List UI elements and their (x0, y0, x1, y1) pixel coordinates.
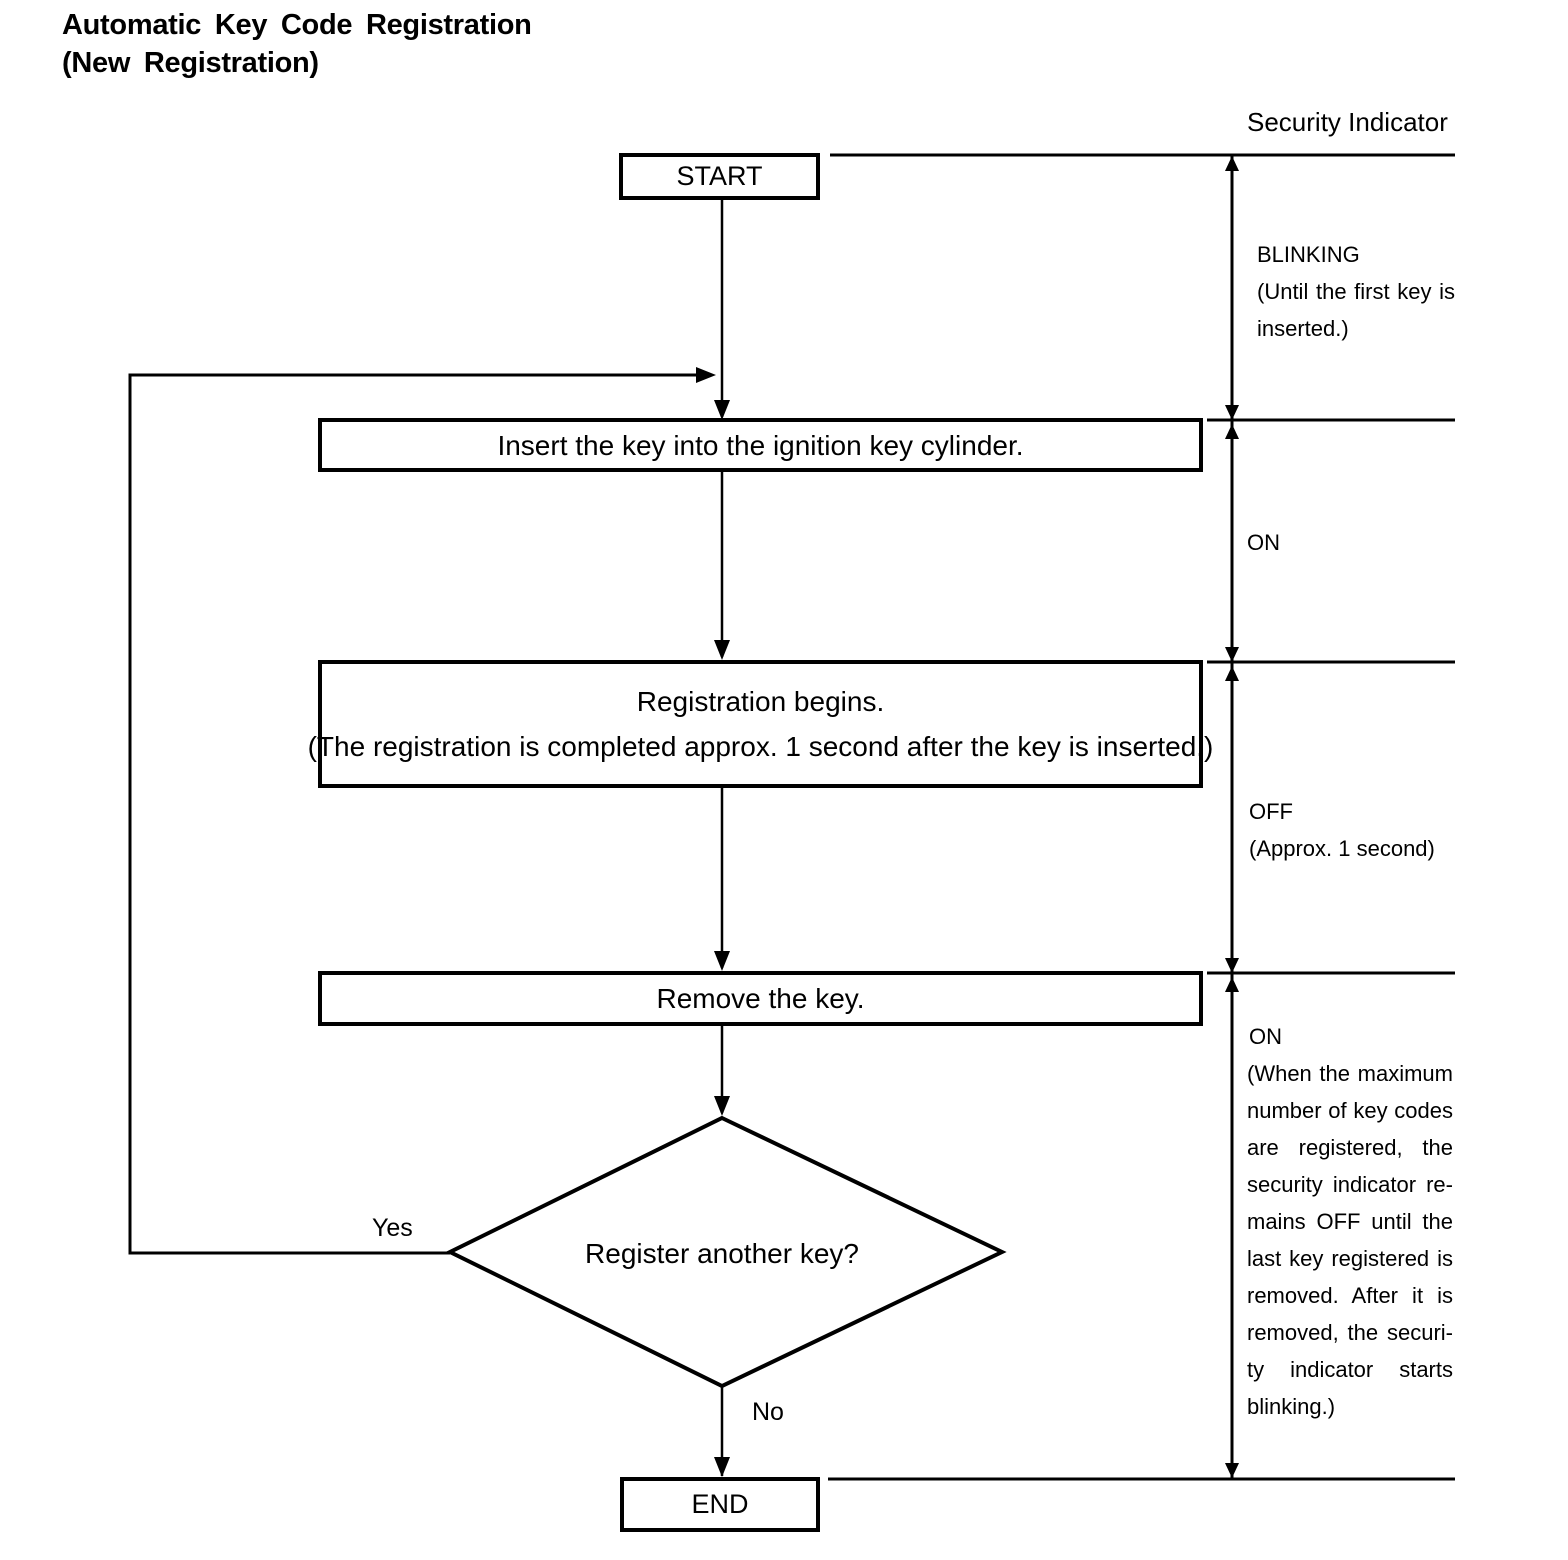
decision-node-label: Register another key? (585, 1238, 859, 1269)
indicator-on2-note-3: are registered, the (1247, 1135, 1453, 1160)
indicator-arrow-up-remove (1225, 977, 1239, 992)
end-node: END (620, 1477, 820, 1532)
page-title-line1: Automatic Key Code Registration (62, 9, 532, 41)
indicator-on2-note-6: last key registered is (1247, 1246, 1453, 1271)
flow-arrow-decision (714, 1096, 730, 1116)
page-title: Automatic Key Code Registration (New Reg… (62, 6, 532, 82)
flow-arrow-end (714, 1457, 730, 1477)
remove-key-node: Remove the key. (318, 971, 1203, 1026)
indicator-arrow-down-insert (1225, 405, 1239, 420)
registration-node: Registration begins. (The registration i… (308, 660, 1213, 788)
security-indicator-header: Security Indicator (1247, 107, 1448, 137)
registration-node-line2: (The registration is completed approx. 1… (307, 731, 1214, 762)
remove-key-node-label: Remove the key. (656, 983, 865, 1014)
indicator-state-off: OFF (Approx. 1 second) (1249, 793, 1449, 867)
indicator-on2-note-4: security indicator re- (1247, 1172, 1453, 1197)
indicator-on2-note-7: removed. After it is (1247, 1283, 1453, 1308)
indicator-on2-note-5: mains OFF until the (1247, 1209, 1453, 1234)
indicator-on2-note-8: removed, the securi- (1247, 1320, 1453, 1345)
indicator-arrow-down-remove (1225, 958, 1239, 973)
indicator-on2-note-9: ty indicator starts (1247, 1357, 1453, 1382)
insert-key-node-label: Insert the key into the ignition key cyl… (497, 429, 1024, 461)
start-node-label: START (676, 161, 763, 191)
yes-loop-line (128, 373, 712, 1255)
indicator-arrow-up-registration (1225, 666, 1239, 681)
start-node: START (619, 153, 820, 200)
indicator-on2-note-10: blinking.) (1247, 1394, 1336, 1419)
page-title-line2: (New Registration) (62, 47, 319, 79)
indicator-state-blinking-label: BLINKING (1257, 242, 1360, 267)
indicator-state-blinking-note-2: inserted.) (1257, 316, 1349, 341)
no-branch-label: No (752, 1398, 784, 1426)
indicator-state-off-label: OFF (1249, 799, 1293, 824)
yes-loop-arrow (696, 367, 716, 383)
indicator-state-blinking-note-1: (Until the first key is (1257, 279, 1455, 304)
indicator-arrow-down-bottom (1225, 1463, 1239, 1478)
indicator-arrow-up-insert (1225, 424, 1239, 439)
indicator-state-on-2: ON (1249, 1024, 1282, 1049)
yes-branch-label: Yes (372, 1214, 413, 1242)
indicator-state-on-1: ON (1247, 530, 1280, 555)
indicator-arrow-down-registration (1225, 647, 1239, 662)
indicator-state-blinking: BLINKING (Until the first key is inserte… (1257, 236, 1455, 347)
insert-key-node: Insert the key into the ignition key cyl… (318, 418, 1203, 472)
indicator-state-off-note-1: (Approx. 1 second) (1249, 836, 1435, 861)
decision-diamond (445, 1115, 1007, 1389)
flow-arrow-insert (714, 400, 730, 420)
flow-arrow-registration (714, 640, 730, 660)
indicator-on2-note-2: number of key codes (1247, 1098, 1453, 1123)
indicator-on2-note-1: (When the maximum (1247, 1061, 1453, 1086)
registration-node-line1: Registration begins. (636, 686, 885, 717)
end-node-label: END (691, 1489, 749, 1519)
indicator-arrow-up-top (1225, 156, 1239, 171)
flow-arrow-remove (714, 951, 730, 971)
indicator-state-on-2-note: (When the maximum number of key codes ar… (1247, 1055, 1453, 1425)
